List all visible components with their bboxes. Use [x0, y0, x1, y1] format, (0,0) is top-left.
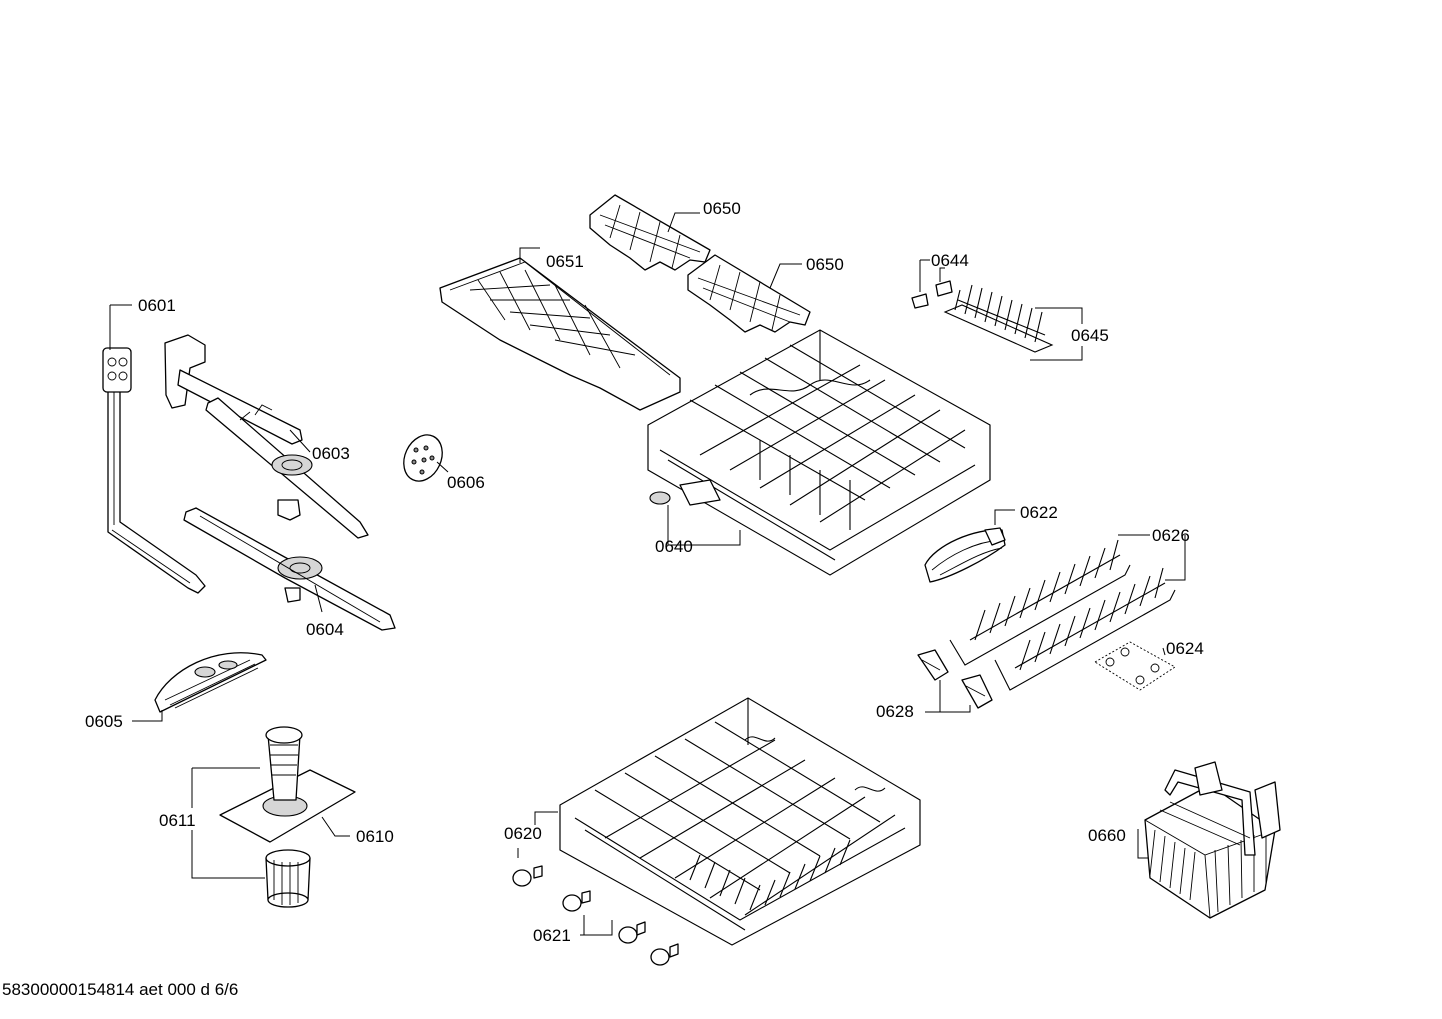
part-0626-tine-racks[interactable] — [949, 539, 1176, 691]
part-0622-handle[interactable] — [924, 527, 1006, 583]
part-0611-micro-filter[interactable] — [265, 849, 311, 908]
part-0604-lower-spray-arm[interactable] — [183, 507, 396, 631]
label-0650-lower: 0650 — [806, 255, 844, 274]
part-0651-cutlery-tray[interactable] — [439, 257, 681, 411]
label-0606: 0606 — [447, 473, 485, 492]
label-0621: 0621 — [533, 926, 571, 945]
label-0651: 0651 — [546, 252, 584, 271]
label-0645: 0645 — [1071, 326, 1109, 345]
part-0640-upper-basket[interactable] — [647, 329, 991, 576]
label-0620: 0620 — [504, 824, 542, 843]
label-0601: 0601 — [138, 296, 176, 315]
part-0660-cutlery-basket[interactable] — [1144, 761, 1281, 919]
label-0626: 0626 — [1152, 526, 1190, 545]
label-0605: 0605 — [85, 712, 123, 731]
part-0601-supply-pipe[interactable] — [102, 347, 206, 594]
label-0610: 0610 — [356, 827, 394, 846]
part-0650-tray-insert-lower[interactable] — [687, 254, 811, 333]
part-0650-tray-insert-upper[interactable] — [589, 194, 711, 271]
label-0650-upper: 0650 — [703, 199, 741, 218]
label-0624: 0624 — [1166, 639, 1204, 658]
part-0621-wheels[interactable] — [618, 921, 679, 966]
part-0645-tine-rack[interactable] — [943, 284, 1054, 353]
part-0605-filter-plate[interactable] — [154, 652, 267, 713]
label-0603: 0603 — [312, 444, 350, 463]
label-0640: 0640 — [655, 537, 693, 556]
label-0644: 0644 — [931, 251, 969, 270]
part-0628-rack-clips[interactable] — [917, 649, 993, 709]
label-0611: 0611 — [159, 811, 196, 830]
label-0660: 0660 — [1088, 826, 1126, 845]
part-0603-upper-spray-arm[interactable] — [164, 334, 369, 539]
part-lower-basket[interactable] — [559, 697, 921, 946]
part-0624-fasteners[interactable] — [1094, 641, 1176, 691]
part-0644-clips[interactable] — [911, 280, 953, 309]
label-0604: 0604 — [306, 620, 344, 639]
label-0628: 0628 — [876, 702, 914, 721]
part-0606-round-cover[interactable] — [397, 429, 450, 488]
drawing-reference-footer: 58300000154814 aet 000 d 6/6 — [2, 980, 239, 999]
part-0610-flat-filter[interactable] — [219, 726, 356, 843]
label-0622: 0622 — [1020, 503, 1058, 522]
part-0620-wheels[interactable] — [512, 865, 591, 912]
